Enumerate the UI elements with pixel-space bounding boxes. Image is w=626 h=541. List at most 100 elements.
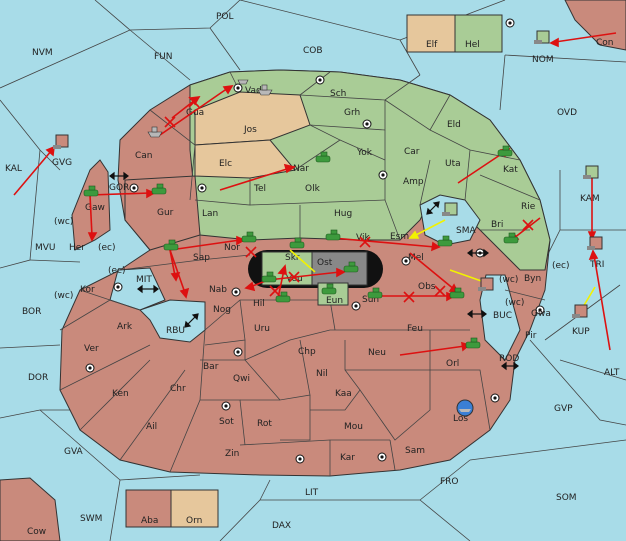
label-Ver: Ver: [84, 344, 99, 354]
label-Byn: Byn: [524, 274, 541, 284]
order-arrow: [267, 267, 346, 281]
army-unit-icon: [315, 151, 331, 163]
supply-center: [505, 18, 515, 28]
label-Kaa: Kaa: [335, 389, 352, 399]
label-DAX: DAX: [272, 521, 291, 531]
label-Con: Con: [596, 38, 614, 48]
cross-mark: [269, 285, 281, 297]
army-unit-icon: [163, 239, 179, 251]
passage-sma-icon: [426, 201, 440, 215]
flag-marker-icon: [572, 304, 588, 318]
passage-east-icon: [467, 248, 489, 258]
army-unit-icon: [465, 337, 481, 349]
label-Nab: Nab: [209, 285, 227, 295]
supply-center: [315, 75, 325, 85]
army-unit-icon: [321, 283, 337, 295]
cross-mark: [288, 271, 300, 283]
army-unit-icon: [437, 235, 453, 247]
coast-byn-wc: (wc): [499, 275, 518, 285]
cross-mark: [188, 96, 200, 108]
label-Los: Los: [453, 414, 468, 424]
supply-center: [295, 454, 305, 464]
cross-mark: [403, 291, 415, 303]
coast-byn-ec: (ec): [552, 261, 570, 271]
land-labels: Vad Sch Gua Jos Can Grh Eld Elc Yok Car …: [69, 86, 551, 463]
label-Elc: Elc: [219, 159, 232, 169]
label-Ken: Ken: [112, 389, 129, 399]
cross-mark: [245, 246, 257, 258]
order-arrow: [587, 175, 597, 242]
flag-marker-icon: [534, 30, 550, 44]
support-arrow: [408, 219, 446, 239]
fleet-unit-icon: [257, 84, 273, 96]
army-unit-icon: [503, 232, 519, 244]
label-ALT: ALT: [604, 368, 620, 378]
passage-markers: [109, 171, 519, 371]
legend-top: Elf Hel: [406, 14, 503, 53]
label-Eun: Eun: [326, 296, 343, 306]
label-Kar: Kar: [340, 453, 355, 463]
channel-buc: [479, 274, 521, 361]
label-Hil: Hil: [253, 299, 265, 309]
supply-center: [233, 347, 243, 357]
passage-rbu-icon: [184, 313, 199, 328]
label-Sch: Sch: [330, 89, 346, 99]
supply-center: [233, 83, 243, 93]
label-Skr: Skr: [285, 253, 300, 263]
legend-orn-label: Orn: [186, 516, 202, 526]
order-arrow: [169, 235, 246, 251]
fleet-units: [147, 79, 273, 138]
flag-marker-icon: [587, 236, 603, 250]
supply-center: [401, 256, 411, 266]
label-Hug: Hug: [334, 209, 352, 219]
label-Nor: Nor: [224, 243, 240, 253]
label-MIT: MIT: [136, 275, 152, 285]
label-GVP: GVP: [554, 404, 573, 414]
label-Sam: Sam: [405, 446, 425, 456]
passage-mit-icon: [137, 284, 159, 294]
los-fleet-icon: [456, 399, 474, 417]
legend-elf-label: Elf: [426, 40, 438, 50]
label-Gur: Gur: [157, 208, 174, 218]
label-Bar: Bar: [203, 362, 219, 372]
label-NOM: NOM: [532, 55, 554, 65]
province-borders: [59, 71, 546, 476]
army-units: [83, 145, 519, 349]
label-Veu: Veu: [286, 274, 303, 284]
label-COB: COB: [303, 46, 323, 56]
label-KUP: KUP: [572, 327, 590, 337]
label-Eld: Eld: [447, 120, 461, 130]
passage-gor-icon: [109, 171, 129, 181]
fleet-unit-icon: [237, 79, 249, 85]
label-Nog: Nog: [213, 305, 231, 315]
label-Can: Can: [135, 151, 153, 161]
label-SWM: SWM: [80, 514, 102, 524]
order-arrow: [277, 264, 287, 299]
lake-sma: [419, 194, 481, 246]
supply-center: [85, 363, 95, 373]
order-arrow: [13, 145, 55, 196]
label-Bri: Bri: [491, 220, 503, 230]
label-Nil: Nil: [316, 369, 328, 379]
label-Rot: Rot: [257, 419, 272, 429]
label-Her: Her: [69, 243, 85, 253]
label-Uru: Uru: [254, 324, 270, 334]
supply-center: [535, 305, 545, 315]
label-Sun: Sun: [362, 295, 379, 305]
label-TRI: TRI: [589, 260, 604, 270]
label-DOR: DOR: [28, 373, 48, 383]
label-BOR: BOR: [22, 307, 41, 317]
army-unit-icon: [289, 237, 305, 249]
flag-marker-icon: [53, 134, 69, 149]
army-unit-icon: [275, 291, 291, 303]
cross-mark: [164, 116, 176, 128]
order-arrow: [588, 249, 611, 351]
army-unit-icon: [151, 183, 167, 195]
legend-bottom: Aba Orn: [125, 489, 219, 528]
order-arrow: [169, 249, 190, 299]
passage-buc-icon: [467, 309, 487, 319]
flag-marker-icon: [583, 165, 599, 179]
